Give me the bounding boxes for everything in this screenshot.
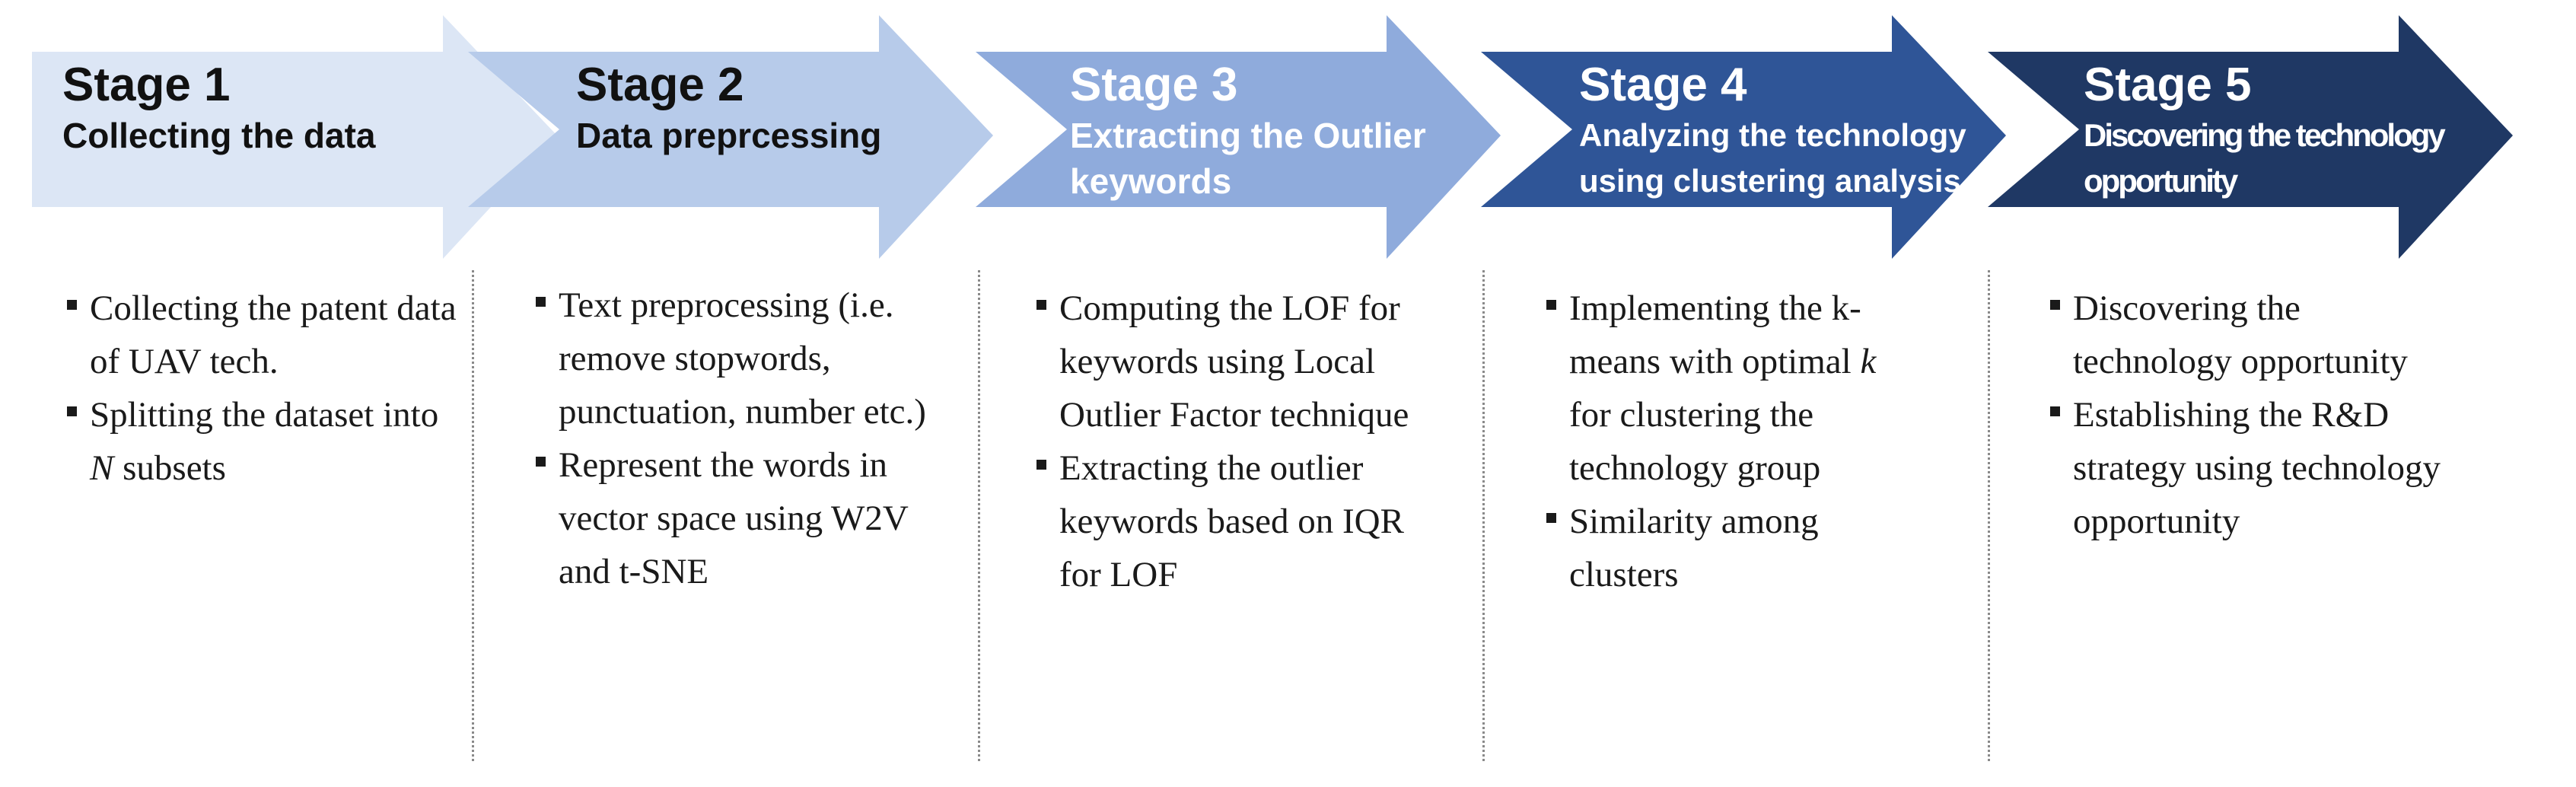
stage-2-arrow (468, 15, 993, 259)
bullet-text: Discovering the technology opportunity (2073, 288, 2408, 381)
stage-3-details: Computing the LOF for keywords using Loc… (1035, 282, 1431, 601)
stage-3-header: Stage 3 Extracting the Outlier keywords (1070, 58, 1426, 204)
column-divider (472, 270, 474, 761)
bullet-square-icon (2050, 406, 2060, 416)
bullet-square-icon (2050, 300, 2060, 310)
stage-1-bullet: Splitting the dataset into N subsets (65, 388, 461, 495)
bullet-square-icon (536, 457, 546, 467)
bullet-square-icon (67, 406, 77, 416)
bullet-square-icon (1036, 460, 1046, 470)
column-divider (1988, 270, 1990, 761)
bullet-text: for clustering the technology group (1569, 395, 1821, 488)
bullet-text: Collecting the patent data of UAV tech. (90, 288, 457, 381)
stage-4-arrow (1481, 15, 2006, 259)
stage-5-bullet: Establishing the R&D strategy using tech… (2049, 388, 2444, 548)
stage-5-arrow (1988, 15, 2513, 259)
stage-3-bullet: Extracting the outlier keywords based on… (1035, 441, 1431, 601)
stage-1-bullet: Collecting the patent data of UAV tech. (65, 282, 461, 388)
stage-5-title: Stage 5 (2084, 59, 2252, 111)
bullet-text: Computing the LOF for keywords using Loc… (1059, 288, 1409, 435)
bullet-square-icon (1546, 513, 1556, 523)
column-divider (1482, 270, 1485, 761)
stage-3-arrow (976, 15, 1501, 259)
stage-5-subtitle-line-1: Discovering the technology (2084, 117, 2446, 153)
stage-3-subtitle-line-1: Extracting the Outlier (1070, 116, 1426, 155)
stage-4-details: Implementing the k-means with optimal k … (1545, 282, 1925, 601)
column-divider (978, 270, 980, 761)
bullet-square-icon (536, 297, 546, 307)
stage-5-header: Stage 5 Discovering the technology oppor… (2084, 58, 2446, 204)
stage-4-bullet: Similarity among clusters (1545, 495, 1925, 601)
bullet-text: k (1860, 342, 1877, 381)
stage-4-title: Stage 4 (1579, 59, 1747, 111)
bullet-text: Text preprocessing (i.e. remove stopword… (559, 285, 926, 432)
stage-3-subtitle-line-2: keywords (1070, 161, 1232, 201)
bullet-text: subsets (113, 448, 226, 488)
stage-1-title: Stage 1 (62, 59, 231, 111)
stage-arrows (32, 15, 2513, 259)
bullet-text: Implementing the k-means with optimal (1569, 288, 1861, 381)
stage-2-bullet: Text preprocessing (i.e. remove stopword… (534, 279, 930, 438)
bullet-text: Represent the words in vector space usin… (559, 445, 909, 591)
bullet-text: Similarity among clusters (1569, 502, 1819, 594)
stage-1-header: Stage 1 Collecting the data (62, 58, 375, 158)
bullet-text: Extracting the outlier keywords based on… (1059, 448, 1404, 594)
bullet-square-icon (67, 300, 77, 310)
stage-2-bullet: Represent the words in vector space usin… (534, 438, 930, 598)
stage-1-details: Collecting the patent data of UAV tech.S… (65, 282, 461, 495)
stage-2-subtitle-line-1: Data preprcessing (576, 116, 882, 155)
stage-1-arrow (32, 15, 557, 259)
bullet-text: N (90, 448, 114, 488)
stage-3-title: Stage 3 (1070, 59, 1238, 111)
bullet-text: Establishing the R&D strategy using tech… (2073, 395, 2441, 541)
bullet-square-icon (1546, 300, 1556, 310)
stage-3-bullet: Computing the LOF for keywords using Loc… (1035, 282, 1431, 441)
bullet-square-icon (1036, 300, 1046, 310)
stage-4-subtitle-line-2: using clustering analysis (1579, 163, 1961, 199)
stage-2-details: Text preprocessing (i.e. remove stopword… (534, 279, 930, 598)
bullet-text: Splitting the dataset into (90, 395, 439, 435)
stage-5-subtitle-line-2: opportunity (2084, 163, 2238, 199)
stage-2-header: Stage 2 Data preprcessing (576, 58, 881, 158)
stage-5-bullet: Discovering the technology opportunity (2049, 282, 2444, 388)
stage-2-title: Stage 2 (576, 59, 744, 111)
stage-4-bullet: Implementing the k-means with optimal k … (1545, 282, 1925, 495)
stage-1-subtitle-line-1: Collecting the data (62, 116, 376, 155)
stage-4-subtitle-line-1: Analyzing the technology (1579, 117, 1966, 153)
stage-4-header: Stage 4 Analyzing the technology using c… (1579, 58, 1966, 204)
